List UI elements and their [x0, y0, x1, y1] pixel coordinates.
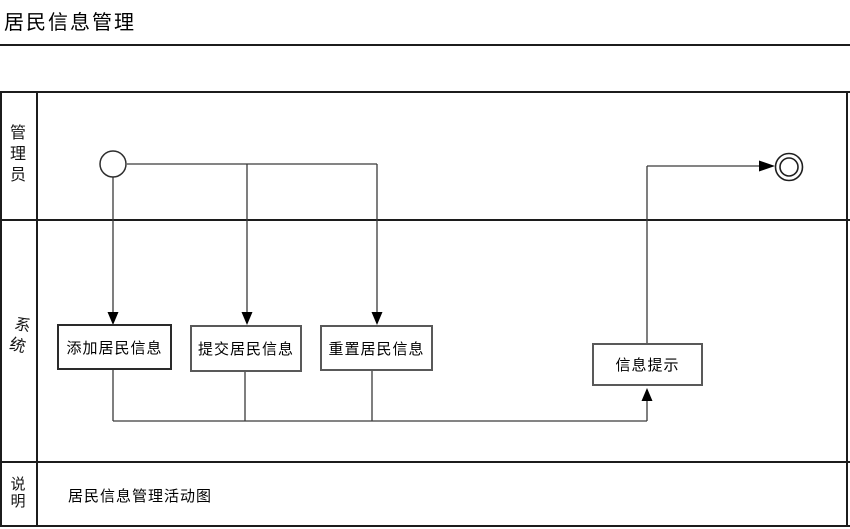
activity-add-resident-info: 添加居民信息 [57, 324, 172, 370]
activity-submit-label: 提交居民信息 [197, 342, 294, 358]
swimlane-left-border [0, 91, 2, 527]
activity-reset-label: 重置居民信息 [328, 341, 425, 358]
lane-label-separator [36, 91, 38, 527]
activity-info-prompt: 信息提示 [592, 343, 703, 386]
arrowhead-into-add [107, 312, 119, 325]
lane-label-note: 说明 [10, 477, 26, 510]
lane-label-admin: 管理员 [9, 125, 26, 184]
note-caption: 居民信息管理活动图 [68, 489, 213, 505]
activity-reset-resident-info: 重置居民信息 [320, 325, 433, 371]
lane-divider-admin-system [0, 219, 850, 221]
activity-submit-resident-info: 提交居民信息 [190, 325, 302, 372]
start-node-icon [99, 150, 127, 178]
title-underline [0, 44, 850, 46]
arrowhead-into-submit [241, 312, 253, 325]
arrowhead-into-prompt [641, 388, 653, 401]
end-node-icon [774, 152, 804, 182]
activity-add-label: 添加居民信息 [66, 340, 163, 357]
lane-divider-system-note [0, 461, 850, 463]
page-title: 居民信息管理 [4, 12, 136, 34]
swimlane-top-border [0, 91, 850, 93]
swimlane-right-border [846, 91, 848, 527]
arrowhead-into-end [759, 160, 775, 172]
swimlane-bottom-border [0, 525, 850, 527]
activity-prompt-label: 信息提示 [615, 358, 680, 374]
arrowhead-into-reset [371, 312, 383, 325]
